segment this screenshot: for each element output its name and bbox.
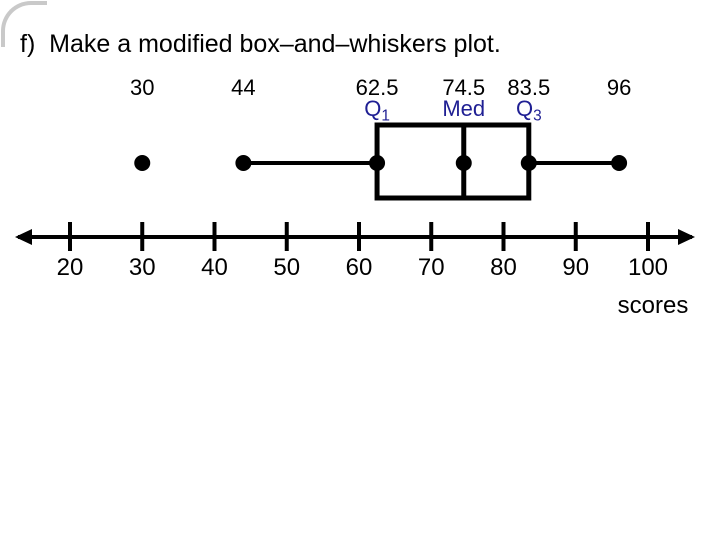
axis-tick-label: 60	[345, 254, 373, 281]
q1-dot	[369, 155, 386, 171]
axis-tick-label: 20	[56, 254, 84, 281]
axis-arrow-left-icon	[15, 229, 32, 245]
axis-tick-label: 80	[490, 254, 517, 281]
page-title: f) Make a modified box–and–whiskers plot…	[20, 30, 501, 58]
axis-tick-label: 90	[562, 254, 590, 281]
axis-tick-label: 70	[417, 254, 445, 281]
data-point-label: 96	[606, 75, 632, 100]
data-point-label: 83.5	[507, 75, 551, 100]
whisker-low-dot	[235, 155, 252, 171]
data-point-label: 62.5	[355, 75, 399, 100]
quartile-label-text: Med	[442, 96, 486, 121]
axis-arrow-right-icon	[678, 229, 695, 245]
data-point-label: 30	[130, 75, 155, 100]
axis-title-scores: scores	[617, 292, 689, 319]
outlier-dot	[134, 155, 151, 171]
axis-tick-label: 50	[273, 254, 301, 281]
data-point-label: 74.5	[442, 75, 486, 100]
whisker-high-dot	[611, 155, 628, 171]
quartile-label: Q1	[364, 96, 390, 126]
q3-dot	[520, 155, 537, 171]
axis-tick-label: 40	[201, 254, 228, 281]
box-rect	[374, 122, 532, 201]
median-dot	[455, 155, 472, 171]
axis-tick-label: 100	[627, 254, 669, 281]
quartile-label-text: Q	[515, 96, 534, 121]
quartile-label-subscript: 3	[533, 107, 542, 125]
quartile-label-subscript: 1	[381, 107, 390, 125]
quartile-label-text: Q	[364, 96, 382, 121]
axis-tick-label: 30	[128, 254, 156, 281]
quartile-label: Med	[442, 96, 485, 122]
quartile-label: Q3	[516, 96, 542, 126]
slide-frame-corner	[1, 1, 47, 47]
data-point-label: 44	[231, 75, 256, 100]
